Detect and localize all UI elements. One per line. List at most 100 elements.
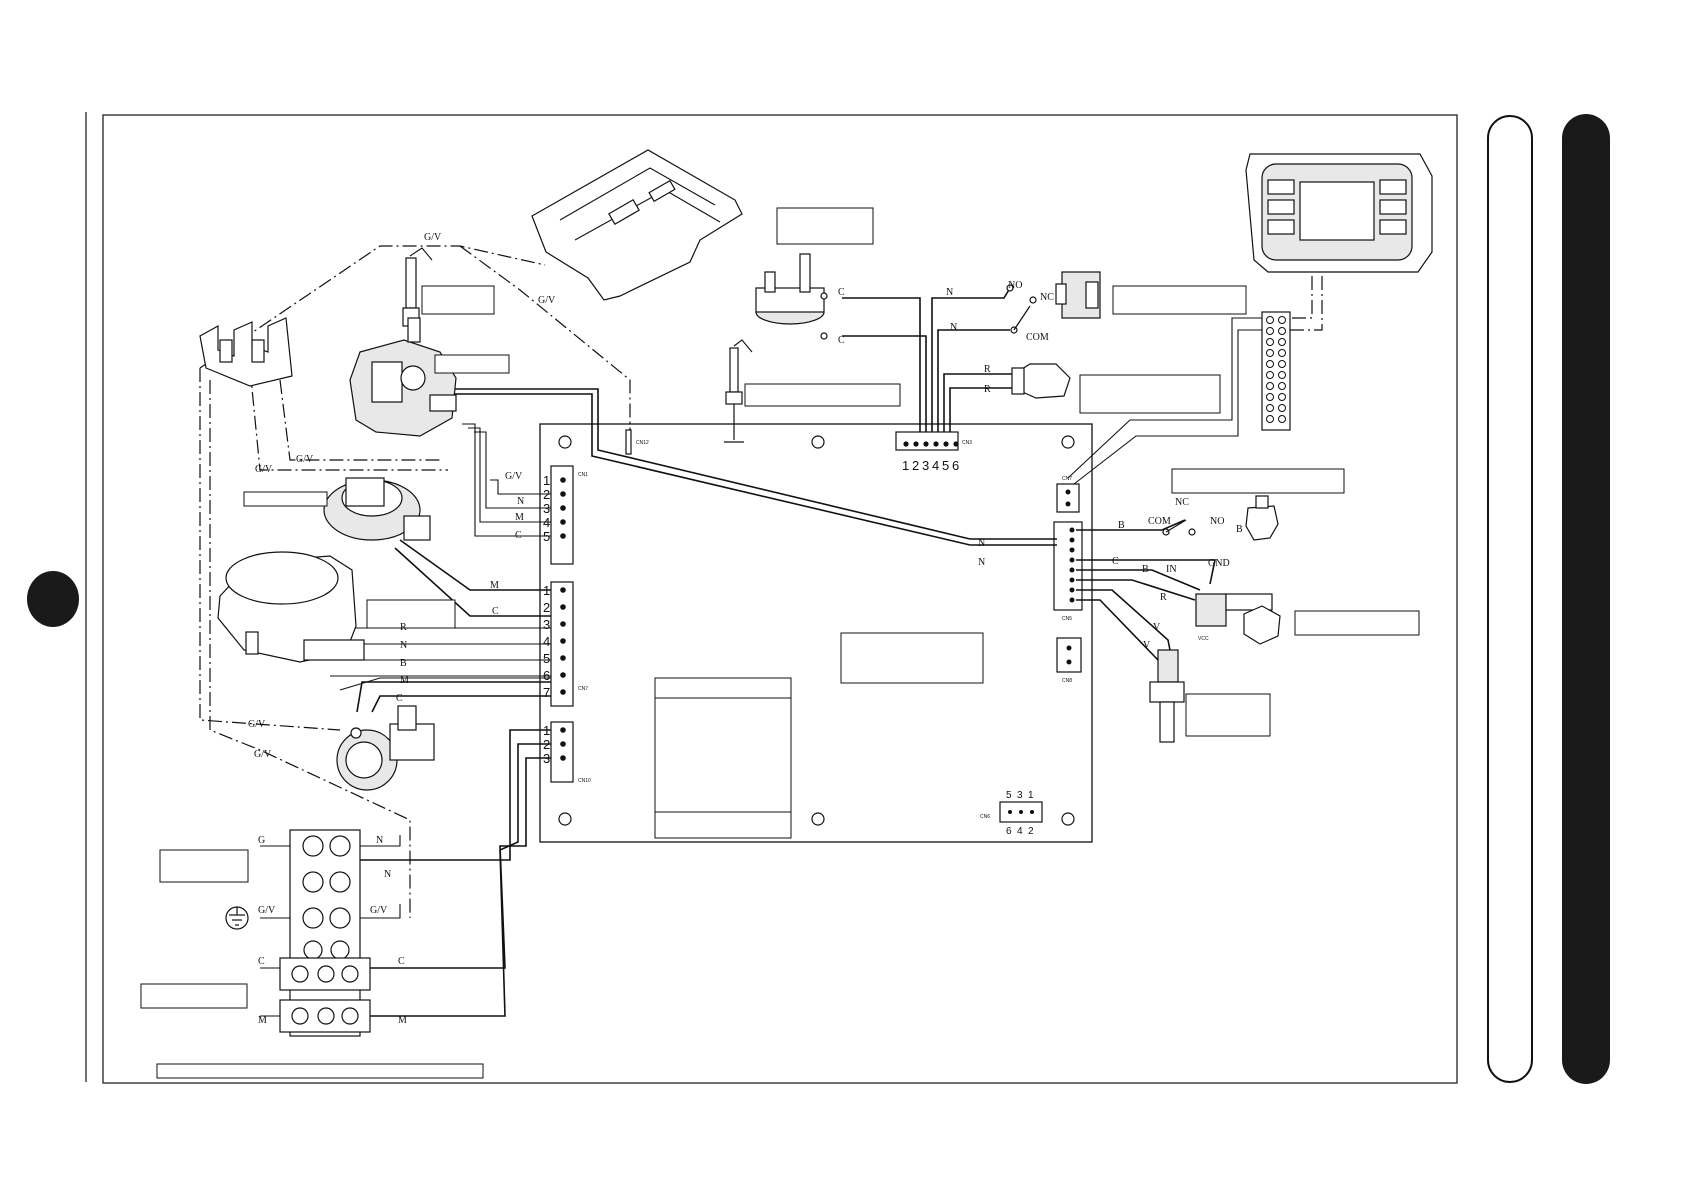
callout-legend <box>156 1063 484 1079</box>
cn2-contact-1 <box>903 441 909 447</box>
svg-text:B: B <box>1118 520 1125 531</box>
strip-hole <box>1266 349 1274 357</box>
svg-text:NC: NC <box>1040 292 1054 303</box>
svg-text:C: C <box>398 956 405 967</box>
svg-text:VCC: VCC <box>1198 636 1209 642</box>
control-board: CN12 <box>539 423 1093 843</box>
cn6-bottom-pin-2: 4 <box>1017 826 1023 837</box>
svg-text:NC: NC <box>1175 497 1189 508</box>
svg-text:M: M <box>515 512 524 523</box>
cn4-contact-6 <box>560 672 566 678</box>
connector-cn10: CN10 123 <box>543 721 591 784</box>
cn10-contact-1 <box>560 727 566 733</box>
burner-bracket <box>531 149 743 301</box>
cn2-pin-5: 5 <box>942 458 949 473</box>
strip-hole <box>1266 404 1274 412</box>
callout-ionisation-electrode <box>744 383 901 407</box>
cn4-pin-7: 7 <box>543 685 550 700</box>
cn4-pin-5: 5 <box>543 651 550 666</box>
cn2-pin-1: 1 <box>902 458 909 473</box>
svg-text:G/V: G/V <box>538 295 556 306</box>
cn1-contact-3 <box>560 505 566 511</box>
callout-water-pressure-sensor <box>1079 374 1221 414</box>
cn10-contact-3 <box>560 755 566 761</box>
svg-text:N: N <box>950 322 957 333</box>
strip-hole <box>1266 382 1274 390</box>
callout-remote-connection <box>1171 468 1345 494</box>
water-pressure-sensor <box>1011 363 1071 399</box>
svg-text:NO: NO <box>1210 516 1224 527</box>
fan <box>323 477 431 541</box>
svg-text:G/V: G/V <box>505 471 523 482</box>
strip-hole <box>1266 415 1274 423</box>
svg-text:R: R <box>984 384 991 395</box>
strip-hole <box>1278 371 1286 379</box>
cn4-contact-2 <box>560 604 566 610</box>
svg-text:CN12: CN12 <box>636 440 649 446</box>
svg-text:CN7: CN7 <box>1062 476 1072 482</box>
svg-text:C: C <box>396 693 403 704</box>
strip-hole <box>1278 415 1286 423</box>
cn2-pin-4: 4 <box>932 458 939 473</box>
diagram-frame <box>102 114 1458 1084</box>
strip-hole <box>1266 316 1274 324</box>
svg-text:C: C <box>1112 556 1119 567</box>
callout-terminal-upper <box>159 849 249 883</box>
callout-ntc-sensor <box>1185 693 1271 737</box>
strip-hole <box>1278 327 1286 335</box>
callout-overheat-thermostat <box>776 207 874 245</box>
strip-hole <box>1266 327 1274 335</box>
callout-fan-motor <box>366 599 456 629</box>
remote-control-panel <box>1245 153 1433 331</box>
svg-text:N: N <box>978 557 985 568</box>
circulation-pump <box>336 705 435 791</box>
cn2-pin-2: 2 <box>912 458 919 473</box>
ionisation-electrode <box>724 339 753 443</box>
cn1-pin-1: 1 <box>543 473 550 488</box>
gas-valve <box>349 317 457 437</box>
overheat-thermostat <box>755 253 828 340</box>
remote-terminal-strip <box>1261 311 1291 431</box>
svg-text:R: R <box>400 622 407 633</box>
svg-text:N: N <box>517 496 524 507</box>
svg-text:COM: COM <box>1148 516 1171 527</box>
svg-text:G: G <box>258 835 265 846</box>
pressure-switch <box>1055 271 1101 319</box>
cn6-top-pin-3: 1 <box>1028 790 1034 801</box>
callout-pressure-switch <box>1112 285 1247 315</box>
cn2-contact-5 <box>943 441 949 447</box>
cn4-contact-7 <box>560 689 566 695</box>
svg-text:CN8: CN8 <box>1062 678 1072 684</box>
svg-text:B: B <box>400 658 407 669</box>
strip-hole <box>1278 404 1286 412</box>
earth-terminal-bracket <box>199 317 293 387</box>
svg-text:COM: COM <box>1026 332 1049 343</box>
svg-text:IN: IN <box>1166 564 1177 575</box>
cn2-contact-4 <box>933 441 939 447</box>
svg-text:R: R <box>984 364 991 375</box>
cn6-bottom-pin-3: 2 <box>1028 826 1034 837</box>
cn2-contact-6 <box>953 441 959 447</box>
cn1-contact-2 <box>560 491 566 497</box>
svg-text:N: N <box>400 640 407 651</box>
svg-text:R: R <box>1160 592 1167 603</box>
strip-hole <box>1266 360 1274 368</box>
cn1-contact-1 <box>560 477 566 483</box>
strip-hole <box>1278 360 1286 368</box>
svg-text:CN5: CN5 <box>1062 616 1072 622</box>
side-tab-outline <box>1487 115 1533 1083</box>
svg-text:CN6: CN6 <box>980 814 990 820</box>
svg-text:C: C <box>515 530 522 541</box>
svg-text:G/V: G/V <box>296 454 314 465</box>
cn10-contact-2 <box>560 741 566 747</box>
cn6-bottom-pin-1: 6 <box>1006 826 1012 837</box>
cn2-pin-6: 6 <box>952 458 959 473</box>
cn4-contact-1 <box>560 587 566 593</box>
callout-boxes <box>140 207 1420 1079</box>
cn1-contact-5 <box>560 533 566 539</box>
callout-flow-sensor <box>1294 610 1420 636</box>
cn6-top-pin-1: 5 <box>1006 790 1012 801</box>
wire-labels: G/V G/V G/V G/V G/V G/V G/V G/V G/V N M … <box>248 232 1243 1026</box>
strip-hole <box>1266 338 1274 346</box>
